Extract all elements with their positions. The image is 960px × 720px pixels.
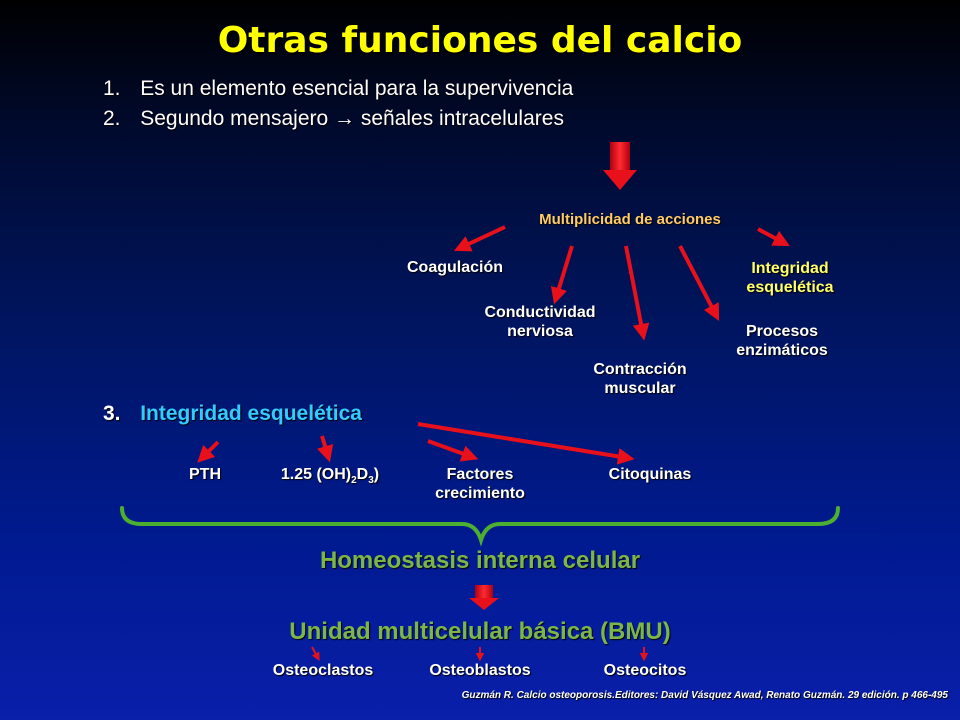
vitd-sub1: 2 [351, 475, 357, 487]
node-conductividad: Conductividad nerviosa [470, 303, 610, 341]
vitd-sub2: 3 [368, 475, 374, 487]
node-factores-line1: Factores [446, 466, 514, 483]
node-osteocitos: Osteocitos [603, 662, 687, 679]
list-number-2: 2. [103, 107, 121, 130]
arrow-to-contraccion [624, 245, 650, 341]
arrow-to-factores [427, 439, 479, 462]
node-integridad-line1: Integridad [751, 260, 829, 277]
node-procesos-line1: Procesos [745, 323, 819, 340]
big-down-arrow-2 [469, 585, 499, 610]
arrow-to-conductividad [550, 245, 574, 305]
node-integridad-line2: esquelética [746, 279, 834, 296]
node-procesos: Procesos enzimáticos [712, 322, 852, 360]
node-contraccion: Contracción muscular [570, 360, 710, 398]
node-multiplicidad: Multiplicidad de acciones [539, 211, 721, 228]
node-contraccion-line1: Contracción [593, 361, 687, 378]
list-item-2: 2. Segundo mensajero → señales intracelu… [103, 107, 564, 131]
node-citoquinas: Citoquinas [608, 466, 692, 483]
list-text-1: Es un elemento esencial para la superviv… [140, 77, 574, 100]
node-osteoclastos: Osteoclastos [272, 662, 374, 679]
arrow-to-osteoclastos [311, 646, 320, 661]
list-number-1: 1. [103, 77, 121, 100]
node-coagulacion: Coagulación [406, 259, 503, 276]
arrow-to-pth [197, 440, 220, 463]
citation: Guzmán R. Calcio osteoporosis.Editores: … [461, 690, 948, 701]
arrow-to-citoquinas [417, 422, 635, 465]
node-factores-line2: crecimiento [435, 485, 525, 502]
node-conductividad-line1: Conductividad [484, 304, 596, 321]
list-text-3: Integridad esquelética [140, 402, 362, 425]
list-number-3: 3. [103, 402, 121, 425]
list-item-1: 1. Es un elemento esencial para la super… [103, 77, 573, 101]
big-down-arrow-1 [603, 142, 637, 190]
green-brace [120, 506, 840, 547]
node-procesos-line2: enzimáticos [736, 342, 828, 359]
node-factores: Factores crecimiento [415, 465, 545, 503]
node-contraccion-line2: muscular [604, 380, 676, 397]
node-osteoblastos: Osteoblastos [429, 662, 531, 679]
vitd-mid: D [356, 466, 369, 483]
page-title: Otras funciones del calcio [217, 20, 743, 61]
arrow-to-vitd [317, 435, 334, 463]
bmu-label: Unidad multicelular básica (BMU) [289, 618, 671, 645]
node-conductividad-line2: nerviosa [507, 323, 573, 340]
vitd-prefix: 1.25 (OH) [280, 466, 352, 483]
vitd-suffix: ) [373, 466, 380, 483]
arrow-to-integridad [757, 227, 790, 247]
arrow-to-procesos [678, 245, 720, 321]
node-integridad: Integridad esquelética [720, 259, 860, 297]
arrow-to-coagulacion [453, 225, 506, 252]
list-text-2: Segundo mensajero → señales intracelular… [140, 107, 564, 130]
list-item-3: 3. Integridad esquelética [103, 402, 362, 426]
homeostasis-label: Homeostasis interna celular [319, 547, 641, 574]
node-pth: PTH [189, 466, 221, 483]
node-vitd: 1.25 (OH)2D3) [255, 465, 405, 490]
